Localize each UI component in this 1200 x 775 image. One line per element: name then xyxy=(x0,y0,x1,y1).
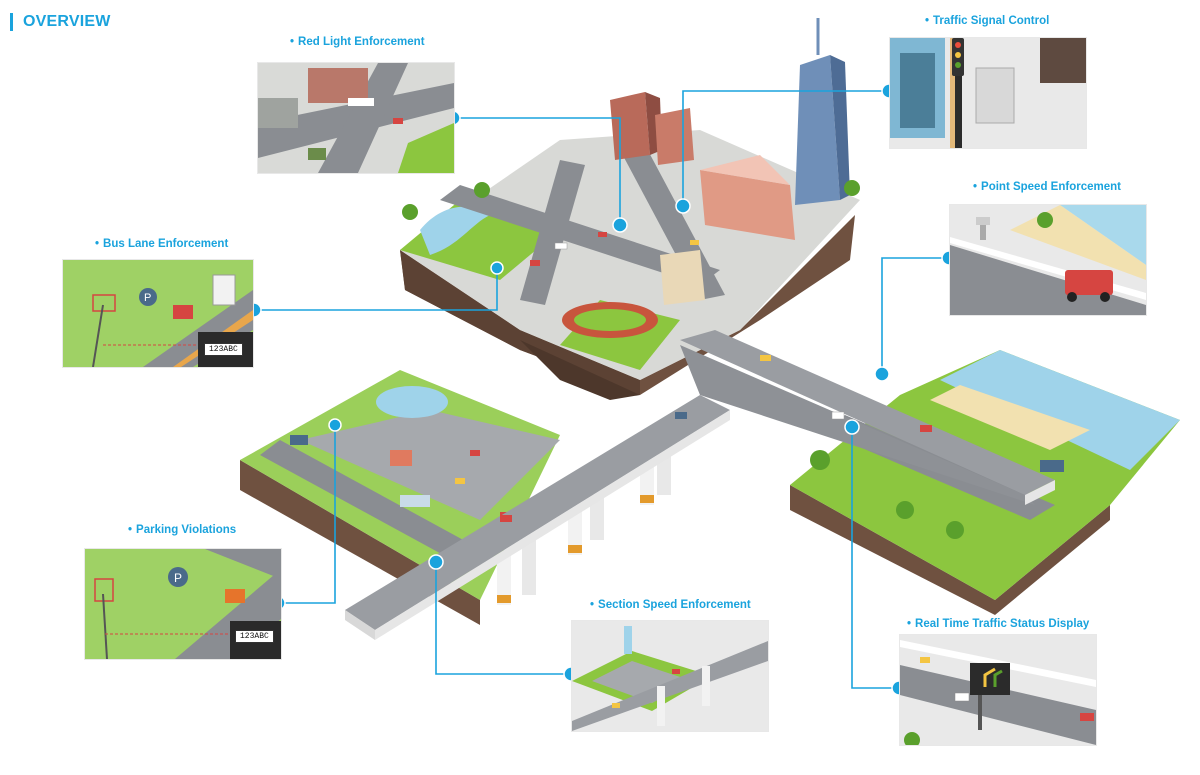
svg-text:P: P xyxy=(144,292,151,304)
thumb-parking: P 123ABC xyxy=(84,548,282,660)
label-traffic-signal: •Traffic Signal Control xyxy=(925,15,1050,27)
parking-plate: 123ABC xyxy=(235,630,274,643)
thumb-traffic-signal xyxy=(889,37,1087,149)
thumb-bus-lane: P 123ABC xyxy=(62,259,254,368)
label-red-light: •Red Light Enforcement xyxy=(290,36,425,48)
thumb-red-light xyxy=(257,62,455,174)
thumb-realtime xyxy=(899,634,1097,746)
connector-lines xyxy=(254,90,949,689)
thumb-point-speed xyxy=(949,204,1147,316)
label-realtime: •Real Time Traffic Status Display xyxy=(907,618,1090,630)
label-bus-lane: •Bus Lane Enforcement xyxy=(95,238,229,250)
label-parking: •Parking Violations xyxy=(128,524,237,536)
svg-text:P: P xyxy=(174,571,182,585)
page-title: OVERVIEW xyxy=(10,13,111,31)
label-point-speed: •Point Speed Enforcement xyxy=(973,181,1121,193)
bus-lane-plate: 123ABC xyxy=(204,343,243,356)
thumb-section-speed xyxy=(571,620,769,732)
city-island xyxy=(400,18,860,400)
label-section-speed: •Section Speed Enforcement xyxy=(590,599,751,611)
